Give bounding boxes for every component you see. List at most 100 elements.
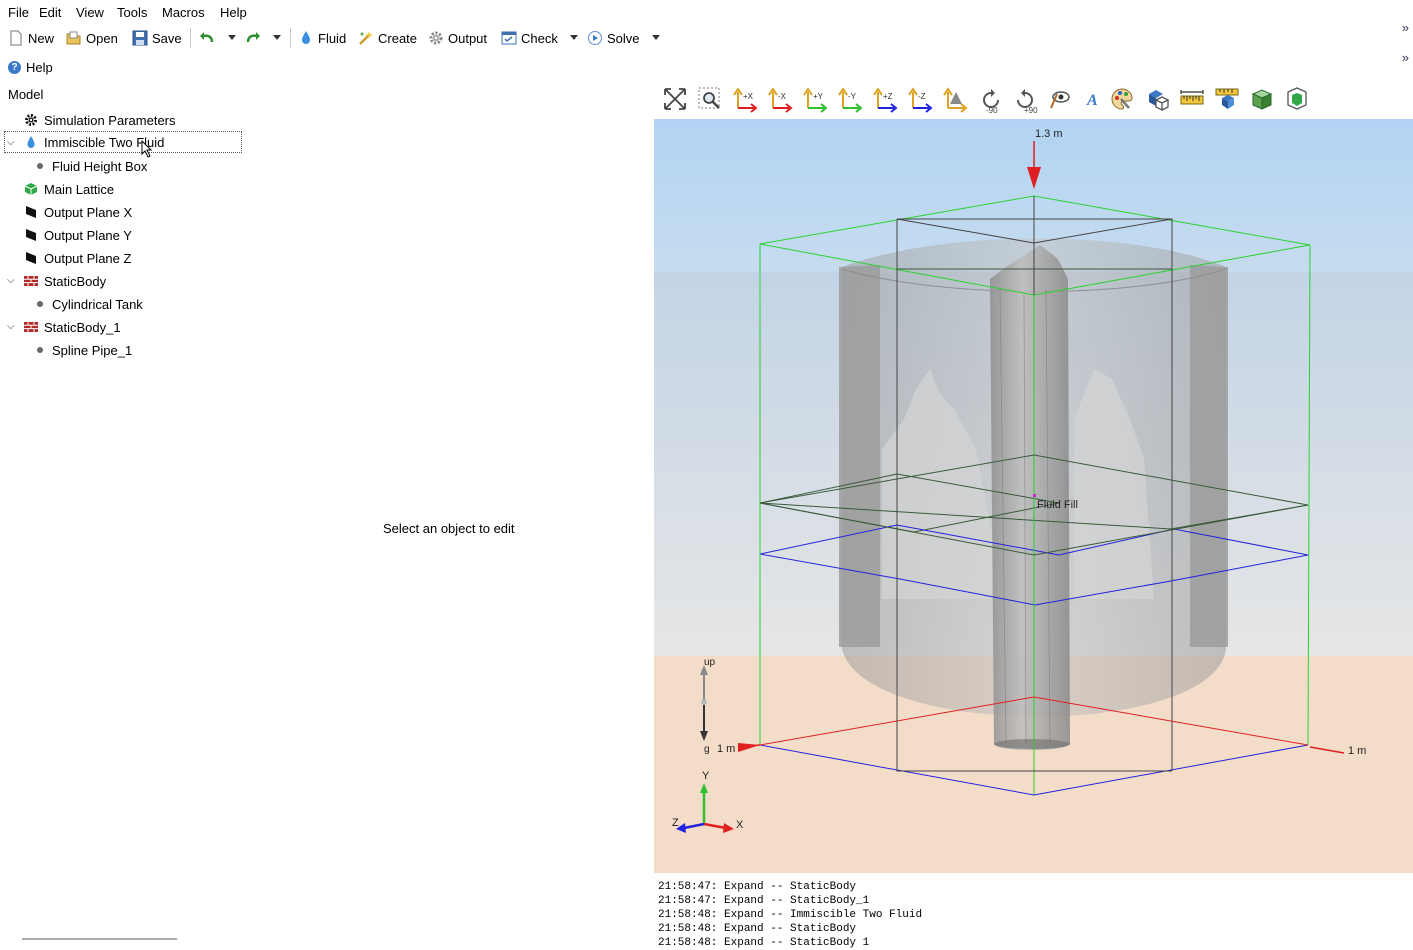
log-line: 21:58:48: Expand -- StaticBody 1 <box>658 937 870 949</box>
tree-node-label: Cylindrical Tank <box>52 296 143 312</box>
svg-text:A: A <box>1086 92 1098 109</box>
redo-dropdown[interactable] <box>273 35 281 40</box>
ruler-icon[interactable] <box>1179 86 1205 112</box>
bounding-box-icon[interactable] <box>1144 86 1170 112</box>
zoom-window-icon[interactable] <box>697 86 723 112</box>
log-line: 21:58:47: Expand -- StaticBody_1 <box>658 895 870 907</box>
bullet-icon <box>37 163 43 169</box>
view-plus-z-icon[interactable]: +Z <box>873 87 898 113</box>
bullet-icon <box>37 347 43 353</box>
cube-icon <box>24 182 38 196</box>
fit-all-icon[interactable] <box>662 86 688 112</box>
create-wand-icon <box>358 30 374 46</box>
gravity-up-label: up <box>704 657 716 668</box>
create-button-label: Create <box>378 30 418 46</box>
measure-icon[interactable] <box>1214 86 1240 112</box>
left-arrow-icon <box>738 743 760 752</box>
log-panel: 21:58:47: Expand -- StaticBody 21:58:47:… <box>658 880 1408 950</box>
rotate-plus-label: +90 <box>1024 106 1038 114</box>
tree-node-label: Output Plane Z <box>44 250 132 266</box>
menu-view[interactable]: View <box>76 5 104 20</box>
menu-edit[interactable]: Edit <box>39 5 62 20</box>
viewer-axis-buttons: +X -X +Y -Y +Z -Z <box>733 87 968 113</box>
help-link[interactable]: ? Help <box>8 60 53 75</box>
solid-view-icon[interactable] <box>1249 86 1275 112</box>
view-minus-x-icon[interactable]: -X <box>768 87 793 113</box>
3d-viewport[interactable]: 1.3 m 1 m 1 m Fluid Fill up g Y <box>654 119 1413 873</box>
plane-icon <box>24 205 38 219</box>
axis-x-label: X <box>736 819 744 831</box>
svg-text:+X: +X <box>743 92 754 101</box>
output-button-label: Output <box>448 30 488 46</box>
rotate-minus-90-icon[interactable]: -90 <box>978 86 1006 115</box>
right-dimension-label: 1 m <box>1348 745 1366 757</box>
svg-text:+Y: +Y <box>813 92 824 101</box>
help-overflow-chevron[interactable]: » <box>1401 50 1409 65</box>
tree-node-label: Fluid Height Box <box>52 158 148 174</box>
save-button[interactable]: Save <box>132 28 182 48</box>
tree-node-output-plane-x[interactable]: Output Plane X <box>24 202 132 222</box>
scene-canvas[interactable]: 1.3 m 1 m 1 m Fluid Fill up g Y <box>654 119 1413 873</box>
save-disk-icon <box>132 30 148 46</box>
new-button[interactable]: New <box>8 28 54 48</box>
tree-node-label: Output Plane Y <box>44 227 132 243</box>
undo-button[interactable] <box>199 28 219 48</box>
tree-node-output-plane-z[interactable]: Output Plane Z <box>24 248 131 268</box>
fluid-button[interactable]: Fluid <box>298 28 346 48</box>
output-button[interactable]: Output <box>428 28 487 48</box>
transparent-view-icon[interactable] <box>1284 86 1310 112</box>
rotate-minus-label: -90 <box>986 106 998 114</box>
redo-icon <box>245 30 261 46</box>
tree-node-cylindrical-tank[interactable]: Cylindrical Tank <box>34 294 143 314</box>
check-window-icon <box>501 30 517 46</box>
isometric-view-icon[interactable] <box>943 87 968 113</box>
text-label-icon[interactable]: A <box>1081 86 1107 112</box>
fluid-button-label: Fluid <box>318 30 347 46</box>
tree-node-simulation-parameters[interactable]: Simulation Parameters <box>24 110 176 130</box>
svg-text:-X: -X <box>778 92 787 101</box>
solve-dropdown[interactable] <box>652 35 660 40</box>
gravity-indicator: up g <box>700 657 716 755</box>
brick-wall-icon <box>24 274 38 288</box>
check-button[interactable]: Check <box>501 28 558 48</box>
expander-chevron-icon[interactable]: ⌵ <box>7 321 15 332</box>
main-toolbar: New Open Save Fluid Create <box>0 26 1400 50</box>
tree-node-staticbody-1[interactable]: StaticBody_1 <box>24 317 121 337</box>
check-dropdown[interactable] <box>570 35 578 40</box>
redo-button[interactable] <box>245 28 265 48</box>
panel-scrollbar[interactable] <box>22 938 177 940</box>
open-button[interactable]: Open <box>66 28 118 48</box>
droplet-icon <box>298 30 314 46</box>
view-minus-z-icon[interactable]: -Z <box>908 87 933 113</box>
model-header: Model <box>8 87 44 102</box>
save-button-label: Save <box>152 30 182 46</box>
view-plus-x-icon[interactable]: +X <box>733 87 758 113</box>
undo-dropdown[interactable] <box>228 35 236 40</box>
tree-node-spline-pipe-1[interactable]: Spline Pipe_1 <box>34 340 132 360</box>
menu-macros[interactable]: Macros <box>162 5 205 20</box>
new-file-icon <box>8 30 24 46</box>
expander-chevron-icon[interactable]: ⌵ <box>7 275 15 286</box>
menu-file[interactable]: File <box>8 5 29 20</box>
toolbar-overflow-chevron[interactable]: » <box>1401 20 1409 35</box>
visibility-icon[interactable] <box>1047 86 1073 112</box>
palette-icon[interactable] <box>1109 86 1135 112</box>
main-lattice[interactable] <box>759 195 1311 796</box>
right-dimension-line <box>1309 746 1345 754</box>
rotate-plus-90-icon[interactable]: +90 <box>1012 86 1040 115</box>
view-minus-y-icon[interactable]: -Y <box>838 87 863 113</box>
editor-placeholder: Select an object to edit <box>383 521 515 536</box>
expander-chevron-icon[interactable]: ⌵ <box>7 137 15 148</box>
tree-node-immiscible-two-fluid[interactable]: Immiscible Two Fluid <box>4 131 242 153</box>
solve-button[interactable]: Solve <box>587 28 640 48</box>
menu-help[interactable]: Help <box>220 5 247 20</box>
view-plus-y-icon[interactable]: +Y <box>803 87 828 113</box>
tree-node-fluid-height-box[interactable]: Fluid Height Box <box>34 156 147 176</box>
tree-node-staticbody[interactable]: StaticBody <box>24 271 106 291</box>
tree-node-main-lattice[interactable]: Main Lattice <box>24 179 114 199</box>
open-folder-icon <box>66 30 82 46</box>
create-button[interactable]: Create <box>358 28 417 48</box>
menu-tools[interactable]: Tools <box>117 5 148 20</box>
tree-node-output-plane-y[interactable]: Output Plane Y <box>24 225 132 245</box>
fluid-fill-marker[interactable] <box>1033 494 1036 497</box>
